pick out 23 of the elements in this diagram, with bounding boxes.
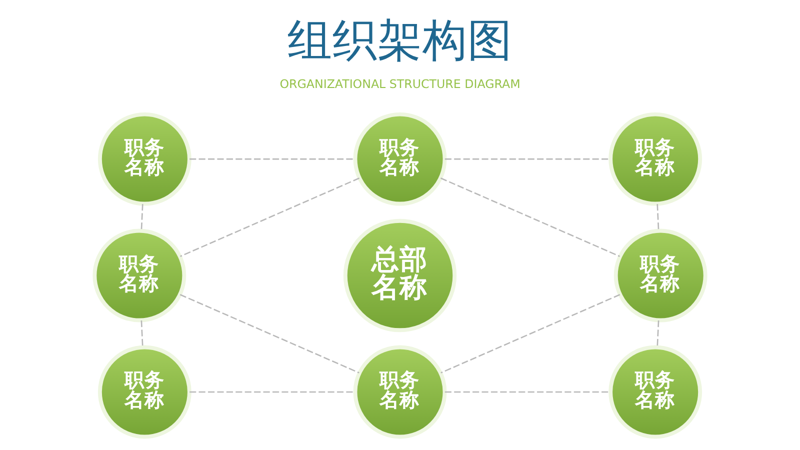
- connector: [440, 177, 620, 256]
- connector: [656, 204, 660, 230]
- diagram-title: 组织架构图: [288, 12, 512, 66]
- node-circle: 总部名称: [343, 218, 457, 332]
- connector: [656, 320, 660, 346]
- connector: [140, 320, 144, 346]
- connector: [444, 390, 611, 392]
- node-circle: 职务名称: [608, 112, 702, 206]
- node-circle: 职务名称: [608, 344, 702, 438]
- connector: [140, 204, 144, 230]
- connector: [190, 390, 356, 392]
- node-circle: 职务名称: [614, 228, 708, 322]
- connector: [180, 294, 360, 373]
- node-circle: 职务名称: [92, 228, 186, 322]
- node-circle: 职务名称: [353, 344, 447, 438]
- node-circle: 职务名称: [98, 112, 192, 206]
- node-circle: 职务名称: [353, 112, 447, 206]
- connector: [440, 294, 620, 373]
- connector: [444, 158, 611, 160]
- connector: [180, 177, 360, 256]
- label: ORGANIZATIONAL STRUCTURE DIAGRAM: [280, 76, 520, 91]
- node-circle: 职务名称: [98, 344, 192, 438]
- connector: [190, 158, 356, 160]
